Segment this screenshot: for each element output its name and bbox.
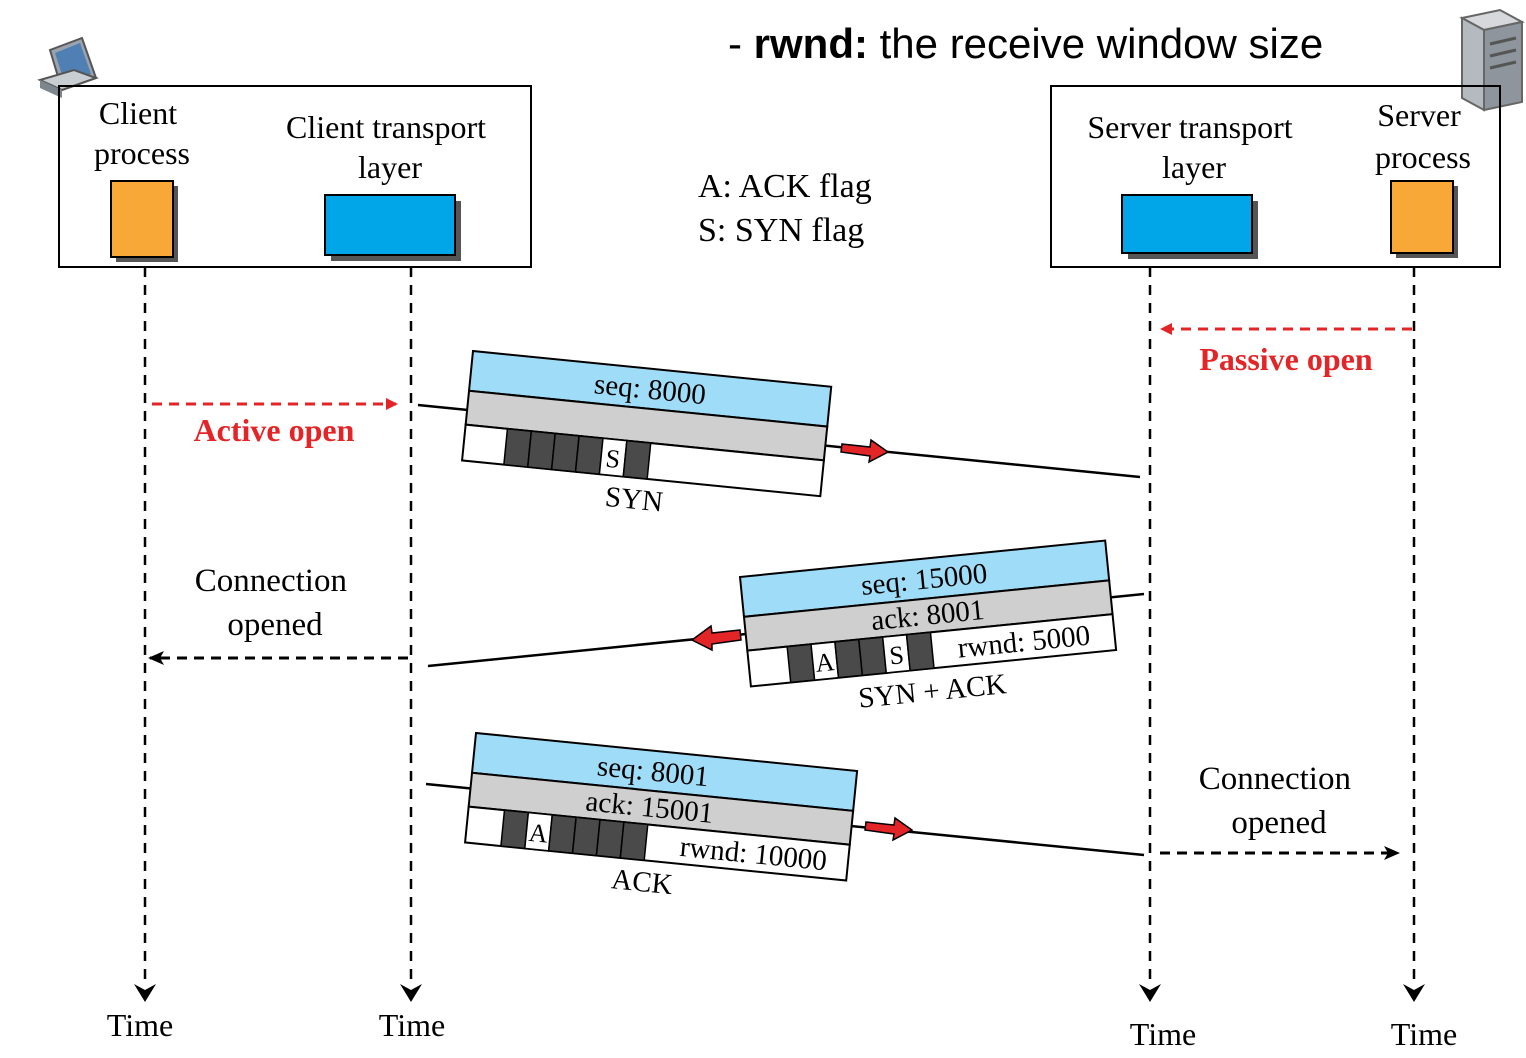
client-box: Client process Client transport layer [58, 85, 532, 268]
time-arrow-2 [400, 984, 422, 1002]
syn-name-label: SYN [604, 481, 665, 519]
time-arrow-3 [1139, 984, 1161, 1002]
server-transport-block [1121, 194, 1253, 254]
ack-segment: seq: 8001 ack: 15001 A rwnd: 10000 ACK [463, 731, 859, 901]
server-tower-icon [1459, 8, 1525, 112]
client-connection-opened-label: Connection opened [195, 563, 355, 643]
ack-flag-a: A [528, 818, 550, 849]
server-transport-label: Server transport layer [1087, 109, 1300, 185]
synack-flag-a: A [814, 647, 836, 678]
synack-flag-s: S [888, 640, 905, 670]
server-connection-opened-label: Connection opened [1199, 761, 1359, 841]
client-transport-label: Client transport layer [286, 109, 494, 185]
client-process-block [110, 180, 174, 258]
syn-direction-arrow [840, 438, 890, 464]
synack-name-label: SYN + ACK [857, 668, 1008, 715]
server-process-label: Server process [1375, 97, 1471, 175]
rwnd-headline: - rwnd: the receive window size [728, 20, 1324, 67]
ack-name-label: ACK [610, 863, 674, 901]
active-open-label: Active open [194, 412, 355, 448]
timeline-arrowheads [134, 984, 1425, 1002]
ack-direction-arrow [864, 816, 914, 842]
legend: A: ACK flag S: SYN flag [698, 168, 880, 249]
time-label-3: Time [1130, 1016, 1196, 1052]
passive-open-label: Passive open [1199, 341, 1373, 377]
time-label-1: Time [107, 1007, 173, 1043]
syn-segment: seq: 8000 S SYN [460, 349, 833, 519]
time-label-4: Time [1391, 1016, 1457, 1052]
synack-segment: seq: 15000 ack: 8001 A S rwnd: 5000 SYN … [738, 539, 1118, 715]
syn-flag-s: S [604, 444, 621, 474]
timelines [143, 267, 1416, 985]
time-arrow-4 [1403, 984, 1425, 1002]
server-process-block [1390, 180, 1454, 254]
synack-direction-arrow [690, 624, 742, 652]
server-box: Server transport layer Server process [1050, 85, 1501, 268]
legend-ack: A: ACK flag [698, 168, 872, 205]
client-process-label: Client process [94, 95, 190, 171]
client-transport-block [324, 194, 456, 256]
legend-syn: S: SYN flag [698, 212, 864, 249]
time-arrow-1 [134, 984, 156, 1002]
time-label-2: Time [379, 1007, 445, 1043]
laptop-icon [37, 36, 99, 98]
